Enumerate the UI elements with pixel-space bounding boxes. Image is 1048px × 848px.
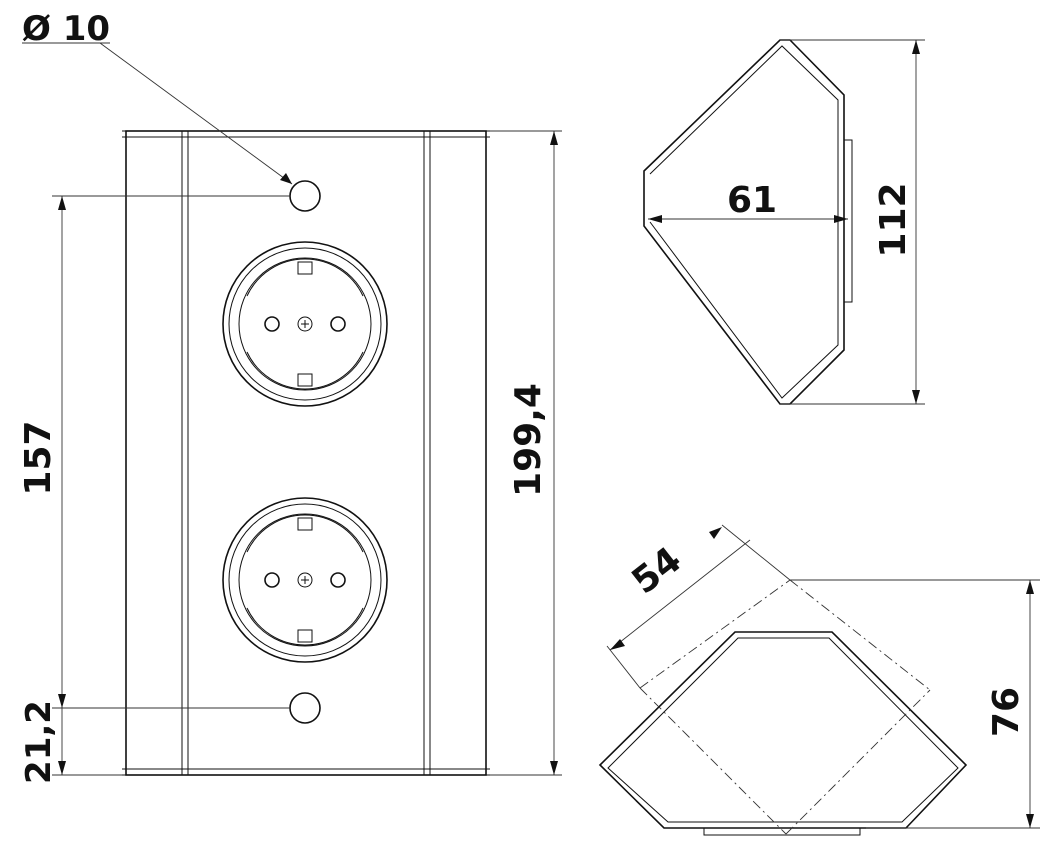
hole-diameter-label: Ø 10 xyxy=(22,9,110,49)
front-body-outline xyxy=(125,130,487,776)
total-height-label: 199,4 xyxy=(508,383,549,497)
schuko-socket-bottom xyxy=(222,497,388,663)
front-view: Ø 10 157 21,2 199,4 xyxy=(18,9,562,784)
mounting-hole-bottom xyxy=(289,692,321,724)
corner-side-label: 54 xyxy=(625,539,690,602)
corner-height-label: 76 xyxy=(986,687,1027,737)
schuko-socket-top xyxy=(222,241,388,407)
top-depth-label: 61 xyxy=(727,180,777,221)
corner-view: 54 76 xyxy=(598,524,1040,836)
bottom-offset-label: 21,2 xyxy=(19,700,59,784)
mounting-hole-top xyxy=(289,180,321,212)
top-width-label: 112 xyxy=(873,182,914,257)
top-view: 61 112 xyxy=(643,39,925,405)
hole-spacing-label: 157 xyxy=(18,420,59,495)
